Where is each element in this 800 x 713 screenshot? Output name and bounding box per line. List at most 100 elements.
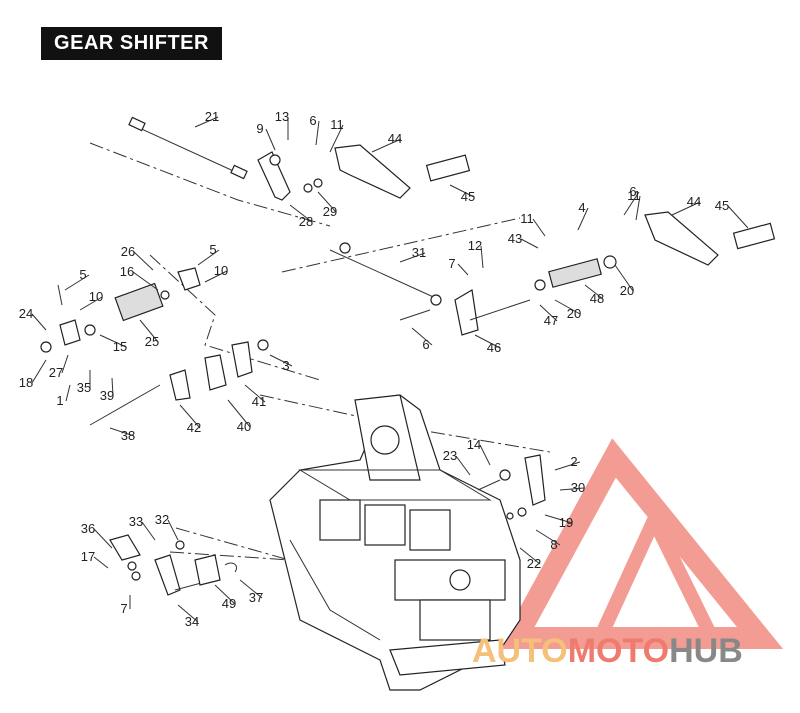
part-label-41: 41 [252, 394, 266, 409]
part-label-13a: 13 [275, 109, 289, 124]
part-label-25: 25 [145, 334, 159, 349]
leader-line [411, 327, 433, 346]
leader-line [64, 274, 90, 291]
part-label-15: 15 [113, 339, 127, 354]
part-label-4: 4 [578, 200, 585, 215]
leader-line [132, 271, 159, 291]
part-label-16: 16 [120, 264, 134, 279]
part-label-43: 43 [508, 231, 522, 246]
part-label-11a: 11 [330, 117, 344, 132]
part-label-2: 2 [570, 454, 577, 469]
part-label-27: 27 [49, 365, 63, 380]
part-label-35: 35 [77, 380, 91, 395]
part-label-29: 29 [323, 204, 337, 219]
part-label-33: 33 [129, 514, 143, 529]
watermark-logo [497, 438, 784, 649]
part-label-44b: 44 [687, 194, 701, 209]
leader-line [93, 556, 109, 569]
leader-line [109, 427, 135, 437]
part-label-38: 38 [121, 428, 135, 443]
part-label-19: 19 [559, 515, 573, 530]
leader-line [289, 204, 313, 223]
part-label-30: 30 [571, 480, 585, 495]
lower-left-parts [109, 534, 238, 596]
part-label-20a: 20 [567, 306, 581, 321]
part-label-6c: 6 [422, 337, 429, 352]
part-label-28: 28 [299, 214, 313, 229]
leader-line [577, 207, 589, 231]
leader-line [99, 334, 127, 348]
leader-line [455, 455, 471, 476]
leader-line [544, 514, 573, 524]
leader-line [532, 218, 546, 237]
shift-arm-left [334, 144, 471, 199]
part-label-40: 40 [237, 419, 251, 434]
part-label-12: 12 [468, 238, 482, 253]
shift-drum [40, 267, 201, 353]
part-label-45a: 45 [461, 189, 475, 204]
leader-line [31, 313, 47, 331]
leader-line [519, 547, 541, 565]
part-label-23: 23 [443, 448, 457, 463]
leader-line [480, 245, 484, 269]
part-label-49: 49 [222, 596, 236, 611]
part-label-31: 31 [412, 245, 426, 260]
leader-line [214, 584, 236, 605]
part-label-36: 36 [81, 521, 95, 536]
part-label-20b: 20 [620, 283, 634, 298]
leader-line [635, 195, 641, 221]
part-label-18: 18 [19, 375, 33, 390]
transmission-case [269, 394, 521, 691]
part-label-7a: 7 [448, 256, 455, 271]
leader-line [449, 184, 475, 198]
shifter-shaft [454, 255, 617, 336]
leader-line [584, 284, 604, 300]
diagram-title: GEAR SHIFTER [41, 27, 222, 60]
shift-rod-upper [128, 116, 248, 180]
leader-line [139, 319, 159, 343]
watermark-part1: AUTO [472, 632, 568, 670]
part-label-17: 17 [81, 549, 95, 564]
leader-line [79, 296, 103, 311]
shift-arm-right [644, 211, 776, 266]
leader-line [204, 270, 228, 283]
part-label-5a: 5 [209, 242, 216, 257]
leader-line [317, 191, 337, 213]
leader-line [399, 252, 426, 263]
shift-rod-lower [329, 242, 442, 321]
leader-line [671, 201, 701, 216]
leader-line [265, 128, 276, 151]
part-label-32: 32 [155, 512, 169, 527]
part-label-24: 24 [19, 306, 33, 321]
leader-line [457, 263, 469, 276]
leader-line [31, 359, 47, 384]
part-label-44a: 44 [388, 131, 402, 146]
part-label-42: 42 [187, 420, 201, 435]
leader-line [554, 299, 581, 315]
leader-line [474, 334, 501, 349]
part-label-11c: 11 [520, 211, 534, 226]
part-label-5b: 5 [79, 267, 86, 282]
leader-line [269, 354, 293, 367]
part-label-22: 22 [527, 556, 541, 571]
leader-line [371, 138, 402, 153]
part-label-1: 1 [56, 393, 63, 408]
part-label-37: 37 [249, 590, 263, 605]
leader-line [93, 528, 113, 549]
leader-line [614, 264, 634, 292]
leader-line [479, 444, 491, 466]
shift-forks [89, 339, 269, 426]
part-label-9a: 9 [256, 121, 263, 136]
part-label-48: 48 [590, 291, 604, 306]
leader-line [65, 384, 71, 402]
leader-line [535, 529, 561, 546]
part-label-47: 47 [544, 313, 558, 328]
leader-line [61, 354, 69, 374]
part-label-39: 39 [100, 388, 114, 403]
watermark-part3: HUB [669, 632, 743, 670]
leader-line [227, 399, 251, 428]
leader-line [133, 251, 154, 271]
part-label-8: 8 [550, 537, 557, 552]
